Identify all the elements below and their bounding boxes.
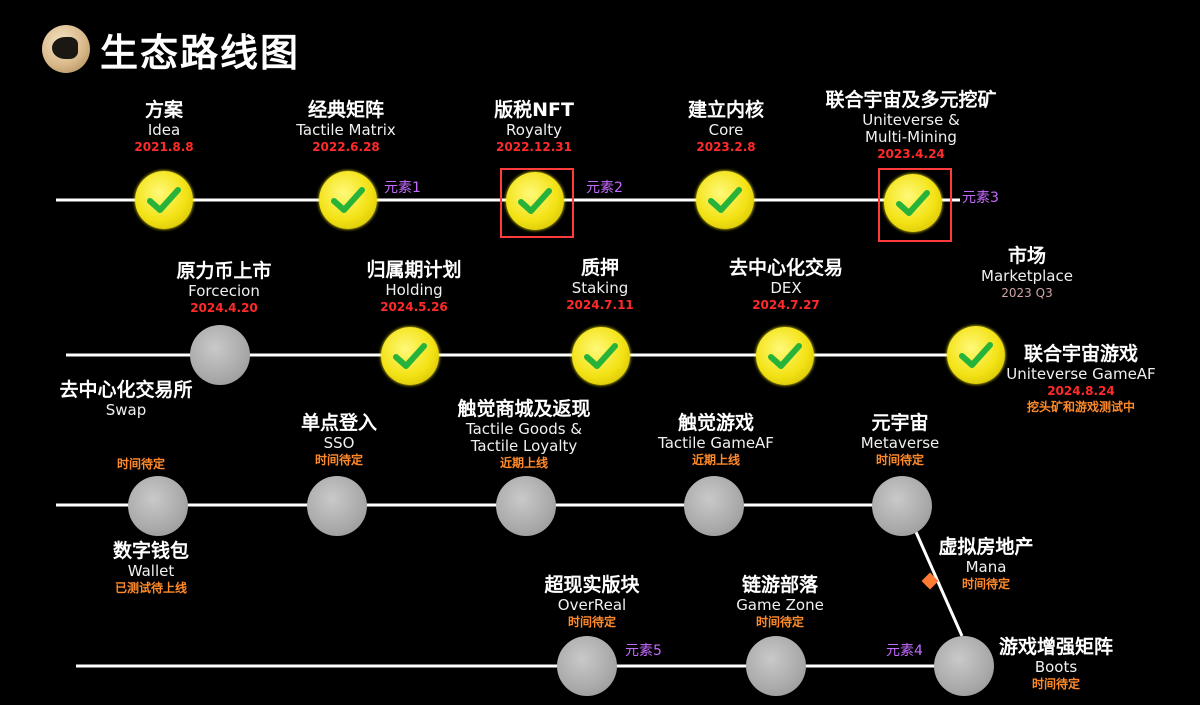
checkmark-icon bbox=[959, 342, 993, 368]
checkmark-icon bbox=[331, 187, 365, 213]
milestone-node-pending[interactable] bbox=[128, 476, 188, 536]
checkmark-icon bbox=[768, 343, 802, 369]
highlight-box bbox=[878, 168, 952, 242]
checkmark-icon bbox=[896, 190, 930, 216]
page-title: 生态路线图 bbox=[100, 30, 301, 75]
checkmark-icon bbox=[518, 188, 552, 214]
element-tag: 元素4 bbox=[886, 643, 923, 659]
milestone-node-done[interactable] bbox=[319, 171, 377, 229]
milestone-node-done[interactable] bbox=[756, 327, 814, 385]
milestone-node-done[interactable] bbox=[947, 326, 1005, 384]
horse-logo-icon bbox=[42, 25, 90, 73]
checkmark-icon bbox=[708, 187, 742, 213]
element-tag: 元素5 bbox=[625, 643, 662, 659]
status-label: 时间待定 bbox=[116, 457, 166, 471]
milestone-node-pending[interactable] bbox=[496, 476, 556, 536]
milestone-node-pending[interactable] bbox=[557, 636, 617, 696]
milestone-node-pending[interactable] bbox=[190, 325, 250, 385]
milestone-node-done[interactable] bbox=[884, 174, 942, 232]
page-header: 生态路线图 bbox=[42, 24, 301, 75]
checkmark-icon bbox=[393, 343, 427, 369]
element-tag: 元素1 bbox=[384, 180, 421, 196]
element-tag: 元素3 bbox=[962, 190, 999, 206]
milestone-node-done[interactable] bbox=[135, 171, 193, 229]
milestone-node-pending[interactable] bbox=[934, 636, 994, 696]
milestone-node-pending[interactable] bbox=[746, 636, 806, 696]
checkmark-icon bbox=[147, 187, 181, 213]
milestone-node-done[interactable] bbox=[381, 327, 439, 385]
checkmark-icon bbox=[584, 343, 618, 369]
milestone-node-done[interactable] bbox=[572, 327, 630, 385]
milestone-node-done[interactable] bbox=[696, 171, 754, 229]
milestone-node-pending[interactable] bbox=[684, 476, 744, 536]
highlight-box bbox=[500, 168, 574, 238]
element-tag: 元素2 bbox=[586, 180, 623, 196]
milestone-node-pending[interactable] bbox=[872, 476, 932, 536]
milestone-node-done[interactable] bbox=[506, 172, 564, 230]
milestone-node-pending[interactable] bbox=[307, 476, 367, 536]
